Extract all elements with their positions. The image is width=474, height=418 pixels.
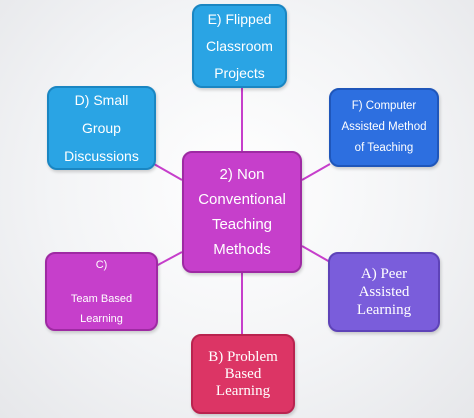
connector-to-a	[301, 245, 331, 263]
center-node-label: 2) Non Conventional Teaching Methods	[198, 166, 286, 258]
node-b-label: B) Problem Based Learning	[208, 348, 278, 399]
connector-to-c	[155, 251, 183, 267]
center-node-non-conventional-teaching-methods: 2) Non Conventional Teaching Methods	[182, 151, 302, 273]
node-small-group-discussions: D) Small Group Discussions	[47, 86, 156, 170]
node-peer-assisted-learning: A) Peer Assisted Learning	[328, 252, 440, 332]
node-f-label: F) Computer Assisted Method of Teaching	[341, 100, 427, 154]
node-a-label: A) Peer Assisted Learning	[356, 266, 412, 318]
connector-to-f	[301, 163, 331, 181]
connector-to-d	[153, 163, 183, 181]
node-team-based-learning: C) Team Based Learning	[45, 252, 158, 331]
node-computer-assisted-method: F) Computer Assisted Method of Teaching	[329, 88, 439, 167]
node-e-label: E) Flipped Classroom Projects	[206, 10, 273, 81]
node-d-label: D) Small Group Discussions	[64, 92, 139, 164]
node-flipped-classroom-projects: E) Flipped Classroom Projects	[192, 4, 287, 88]
node-problem-based-learning: B) Problem Based Learning	[191, 334, 295, 414]
node-c-label: Team Based Learning	[70, 292, 133, 325]
node-c-letter: C)	[95, 258, 108, 271]
